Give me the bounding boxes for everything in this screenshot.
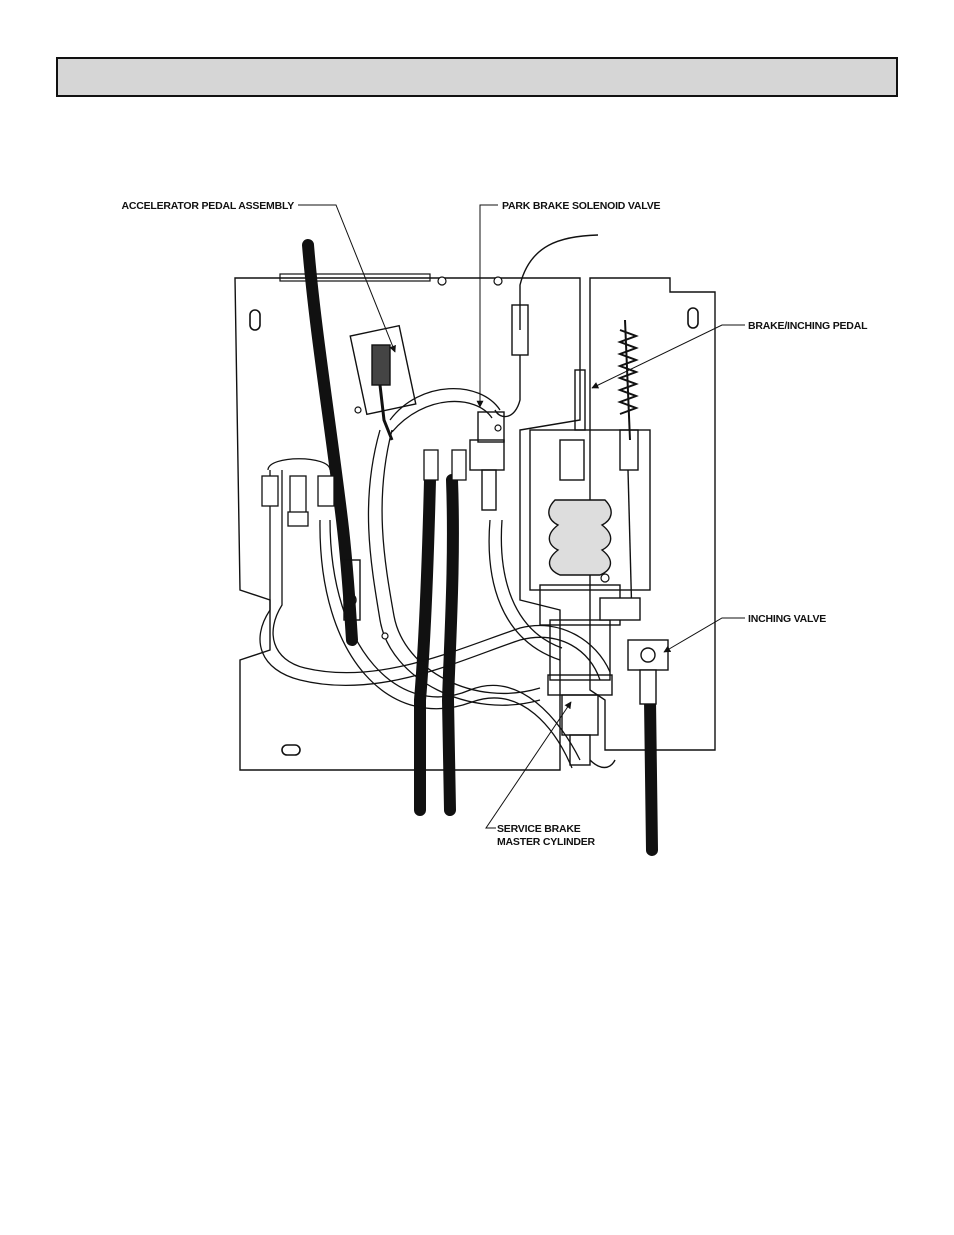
section-header-bar [56,57,898,97]
label-accelerator-pedal-assembly: ACCELERATOR PEDAL ASSEMBLY [121,200,294,212]
black-hoses [302,239,658,856]
top-rod [279,273,431,282]
label-master-cylinder: MASTER CYLINDER [497,836,596,848]
service-brake-master-cylinder [539,499,621,769]
leader-inching-valve [663,617,745,653]
label-inching-valve: INCHING VALVE [748,613,826,625]
leader-park-brake [476,204,498,408]
label-park-brake-solenoid-valve: PARK BRAKE SOLENOID VALVE [502,200,661,212]
hydraulic-tubing [259,387,611,769]
callout-leaders [298,204,745,829]
leader-master-cylinder [485,701,572,829]
panel-bolts [354,276,610,640]
accelerator-pedal-assembly [343,324,417,621]
fittings-left [261,449,467,527]
leader-accelerator [298,204,396,353]
panel-holes [249,307,699,756]
label-brake-inching-pedal: BRAKE/INCHING PEDAL [748,320,868,332]
label-service-brake: SERVICE BRAKE [497,823,581,835]
brake-inching-pedal [529,319,651,621]
inching-valve [599,597,669,705]
mounting-panel-right [589,277,716,751]
leader-brake-inching [591,324,745,389]
park-brake-solenoid-valve [469,234,599,511]
